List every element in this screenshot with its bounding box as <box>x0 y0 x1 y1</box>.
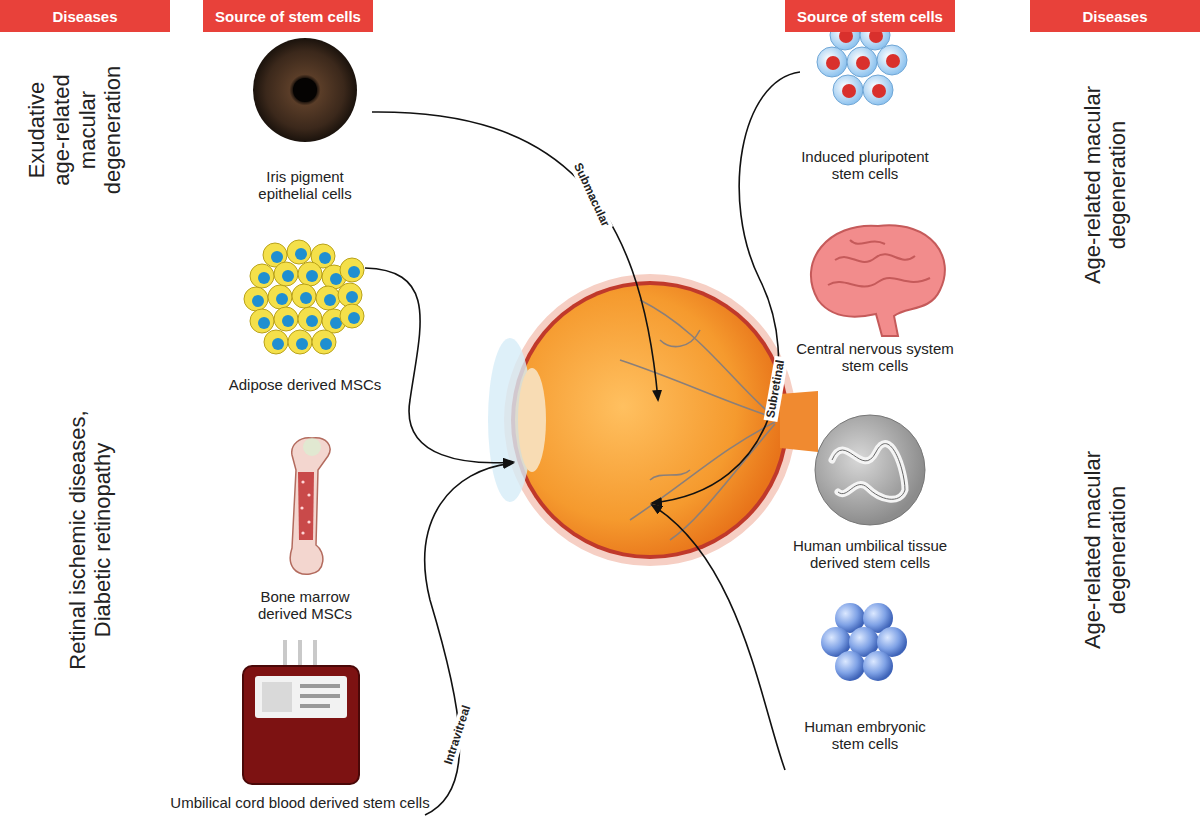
blood-bag-icon <box>243 640 359 784</box>
source-caption: Adipose derived MSCs <box>205 376 405 393</box>
embryonic-icon <box>821 603 907 681</box>
disease-label: Age-related macular degeneration <box>1080 65 1131 305</box>
source-caption: Central nervous system stem cells <box>785 340 965 375</box>
disease-label: Exudative age-related macular degenerati… <box>24 58 125 203</box>
subretinal-arrow <box>652 72 800 503</box>
delivery-arrow <box>652 505 785 770</box>
source-caption: Induced pluripotent stem cells <box>790 148 940 183</box>
source-caption: Human embryonic stem cells <box>790 718 940 753</box>
adipose-icon <box>244 240 364 354</box>
ipsc-icon <box>817 20 907 105</box>
header-text: Source of stem cells <box>797 8 943 25</box>
eye-illustration <box>488 274 818 566</box>
bone-icon <box>290 438 330 575</box>
header-bar: Source of stem cells <box>785 0 955 32</box>
header-bar: Diseases <box>0 0 170 32</box>
disease-label: Retinal ischemic diseases, Diabetic reti… <box>65 390 116 690</box>
umbilical-tissue-icon <box>815 415 925 525</box>
header-text: Diseases <box>52 8 117 25</box>
disease-label: Age-related macular degeneration <box>1080 430 1131 670</box>
header-bar: Diseases <box>1030 0 1200 32</box>
header-text: Source of stem cells <box>215 8 361 25</box>
delivery-arrow <box>365 268 513 463</box>
submacular-arrow <box>372 112 658 400</box>
brain-icon <box>811 225 945 336</box>
intravitreal-arrow <box>425 463 513 815</box>
iris-icon <box>253 38 357 142</box>
header-bar: Source of stem cells <box>203 0 373 32</box>
route-label: Submacular <box>569 158 613 232</box>
route-label: Intravitreal <box>441 701 475 769</box>
source-caption: Bone marrow derived MSCs <box>240 588 370 623</box>
source-caption: Iris pigment epithelial cells <box>235 168 375 203</box>
source-caption: Human umbilical tissue derived stem cell… <box>783 537 958 572</box>
source-caption: Umbilical cord blood derived stem cells <box>170 794 430 811</box>
header-text: Diseases <box>1082 8 1147 25</box>
